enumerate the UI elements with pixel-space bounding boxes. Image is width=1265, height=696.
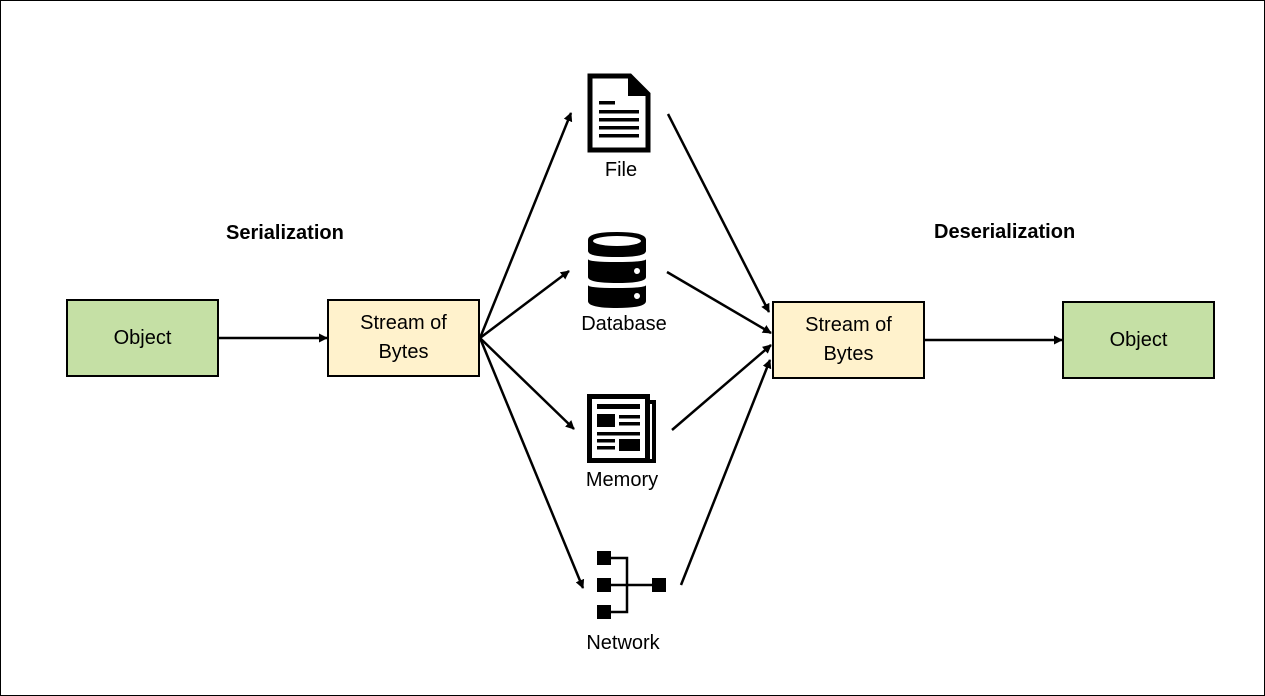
database-icon (588, 232, 646, 308)
network-label: Network (586, 632, 660, 654)
arrow-file-to-stream (666, 113, 771, 313)
arrow-network-to-stream (679, 359, 772, 586)
deserialized-stream-line1: Stream of (805, 314, 892, 336)
deserialized-stream-box: Stream of Bytes (772, 301, 925, 379)
source-object-label: Object (113, 326, 172, 349)
file-label: File (604, 159, 638, 181)
file-icon (587, 73, 651, 153)
memory-label: Memory (585, 469, 659, 491)
arrow-stream-to-database (479, 270, 570, 339)
memory-icon (587, 394, 656, 463)
arrow-stream-to-file (478, 112, 573, 339)
deserialized-stream-line2: Bytes (823, 343, 874, 365)
serialized-stream-line2: Bytes (378, 341, 429, 363)
deserialization-heading: Deserialization (934, 221, 1076, 243)
source-object-box: Object (66, 299, 219, 377)
arrow-database-to-stream (666, 270, 772, 335)
target-object-box: Object (1062, 301, 1215, 379)
target-object-label: Object (1109, 328, 1168, 351)
serialization-heading: Serialization (226, 222, 344, 244)
network-icon (597, 551, 666, 619)
serialized-stream-line1: Stream of (360, 312, 447, 334)
database-label: Database (581, 313, 667, 335)
serialized-stream-box: Stream of Bytes (327, 299, 480, 377)
arrow-stream-to-memory (479, 337, 575, 430)
arrow-stream-to-network (478, 337, 585, 589)
arrow-memory-to-stream (671, 344, 772, 431)
